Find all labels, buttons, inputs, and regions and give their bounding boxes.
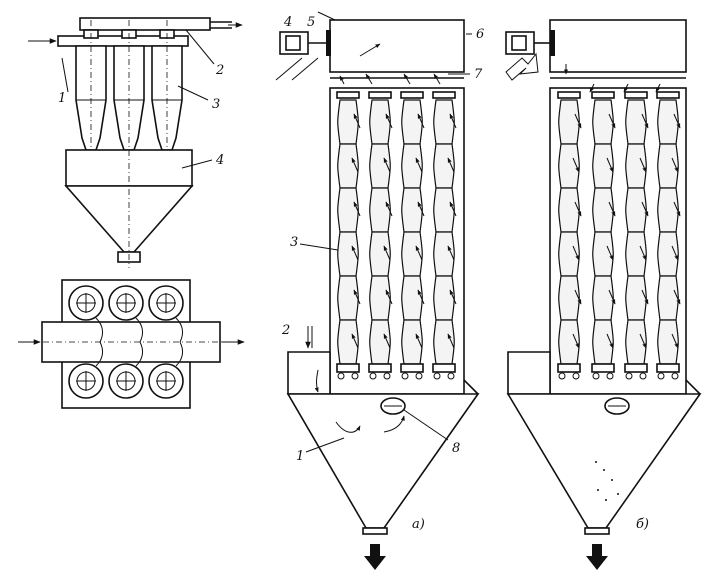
label-a-8: 8 [452,441,460,456]
label-a-3: 3 [290,235,298,250]
label-a-1: 1 [296,449,304,464]
dust-hopper-a [286,393,480,529]
clean-air-chamber-b [549,19,687,73]
filter-bags-b [557,91,681,380]
outlet-collector [79,17,211,31]
gas-inlet-duct [287,351,331,395]
filter-bags-a [336,91,457,380]
dust-outlet-arrow-a [364,544,386,570]
plan-cyclone-top-2 [108,285,144,343]
label-cyclone-1: 1 [58,91,66,106]
filter-bag [624,91,649,380]
hopper-gate-a [362,527,388,535]
plan-cyclone-bottom-3 [148,341,184,399]
label-a-6: 6 [476,27,484,42]
label-cyclone-4: 4 [215,153,224,168]
cyclone-battery-elevation: 1 2 3 4 [28,17,243,268]
plan-cyclone-top-1 [68,285,104,343]
filter-bag [336,91,361,380]
filter-bag [368,91,393,380]
label-a-4: 4 [283,15,292,30]
clean-air-chamber [329,19,465,73]
filter-bag [432,91,457,380]
dust-hopper-b [506,393,702,529]
caption-b: б) [636,517,649,532]
gas-inlet-duct-b [507,351,551,395]
filter-bag [400,91,425,380]
cyclone-battery-plan [18,279,245,409]
label-a-2: 2 [281,323,290,338]
cyclone-1 [75,20,107,155]
filter-bag [557,91,582,380]
dust-outlet-arrow-b [586,544,608,570]
filter-bag [591,91,616,380]
label-a-7: 7 [474,67,483,82]
plan-cyclone-bottom-1 [68,341,104,399]
label-cyclone-3: 3 [212,97,220,112]
hopper-gate-b [584,527,610,535]
label-cyclone-2: 2 [215,63,224,78]
bag-filter-a: 4 5 6 7 3 2 1 8 а) [275,11,484,570]
falling-dust [595,461,619,501]
plan-cyclone-bottom-2 [108,341,144,399]
plan-cyclone-top-3 [148,285,184,343]
filter-bag [656,91,681,380]
bag-filter-b: б) [505,19,702,570]
shaker-disc-b [550,30,555,56]
purge-air-inlet-arrow [505,52,539,81]
shaker-disc [326,30,331,56]
caption-a: а) [412,517,425,532]
label-a-5: 5 [307,15,315,30]
